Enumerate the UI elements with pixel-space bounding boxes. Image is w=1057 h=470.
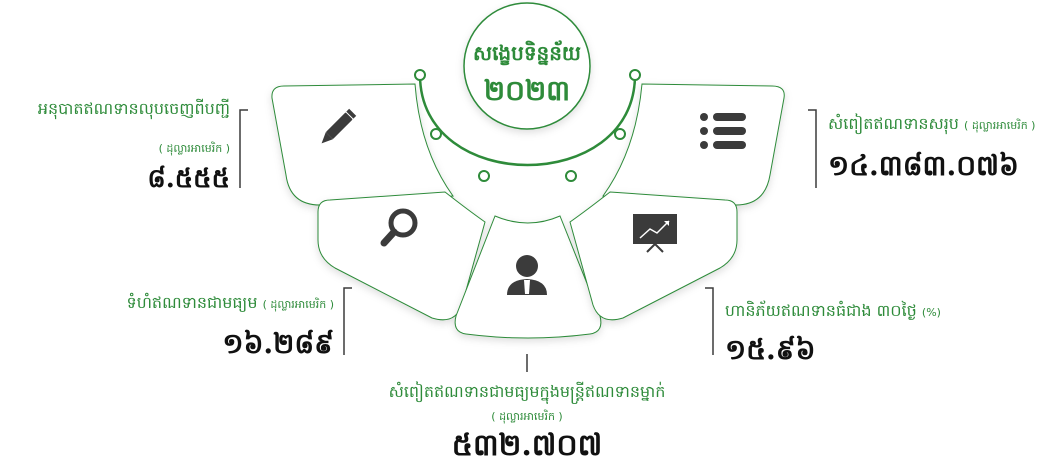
stat-tr-label-text: សំពៀតឥណទានសរុប [828, 114, 959, 133]
panel-bottom-center [454, 215, 602, 339]
stat-mr-label-text: ហានិភ័យឥណទានធំជាង ៣០ថ្ងៃ [725, 301, 917, 320]
panel-top-left [271, 83, 454, 206]
stat-mr-label: ហានិភ័យឥណទានធំជាង ៣០ថ្ងៃ (%) [725, 300, 941, 324]
center-year: ២០២៣ [484, 74, 570, 107]
stat-ml-value: ១៦.២៨៩ [222, 327, 334, 360]
connector-arc [418, 74, 637, 167]
panel-mid-right [569, 191, 738, 321]
pencil-icon [321, 108, 357, 144]
stat-ml-unit: ( ដុល្លារអាមេរិក ) [262, 298, 334, 311]
stat-tr-label: សំពៀតឥណទានសរុប ( ដុល្លារអាមេរិក ) [828, 113, 1035, 137]
stat-bc-label: សំពៀតឥណទានជាមធ្យមក្នុងមន្ត្រីឥណទានម្នាក់ [388, 382, 666, 401]
connector-nodes [414, 69, 641, 182]
stat-bc-unit: ( ដុល្លារអាមេរិក ) [491, 410, 563, 423]
stat-mr-value: ១៥.៩៦ [725, 333, 816, 366]
center-title: សង្ខេបទិន្នន័យ [473, 40, 581, 66]
list-icon [700, 113, 746, 149]
presentation-chart-icon [633, 214, 677, 253]
stat-bc-value: ៥៣២.៧០៧ [451, 428, 603, 463]
stat-ml-label-text: ទំហំឥណទានជាមធ្យម [126, 293, 258, 312]
stat-ml-label: ទំហំឥណទានជាមធ្យម ( ដុល្លារអាមេរិក ) [86, 292, 334, 316]
stat-tr-value: ១៤.៣៨៣.០៧៦ [828, 149, 1019, 182]
person-icon [507, 255, 547, 295]
stat-tl-value: ៨.៥៥៥ [147, 164, 230, 194]
panel-mid-left [317, 191, 486, 321]
magnifier-icon [380, 208, 418, 247]
bracket-lines [239, 109, 817, 372]
stat-tl-unit: ( ដុល្លារអាមេរិក ) [158, 142, 230, 155]
stat-tr-unit: ( ដុល្លារអាមេរិក ) [964, 119, 1036, 132]
center-badge: សង្ខេបទិន្នន័យ ២០២៣ [463, 2, 591, 130]
stat-mr-unit: (%) [921, 306, 941, 319]
stat-tl-label: អនុបាតឥណទានលុបចេញពីបញ្ជី [37, 99, 230, 118]
